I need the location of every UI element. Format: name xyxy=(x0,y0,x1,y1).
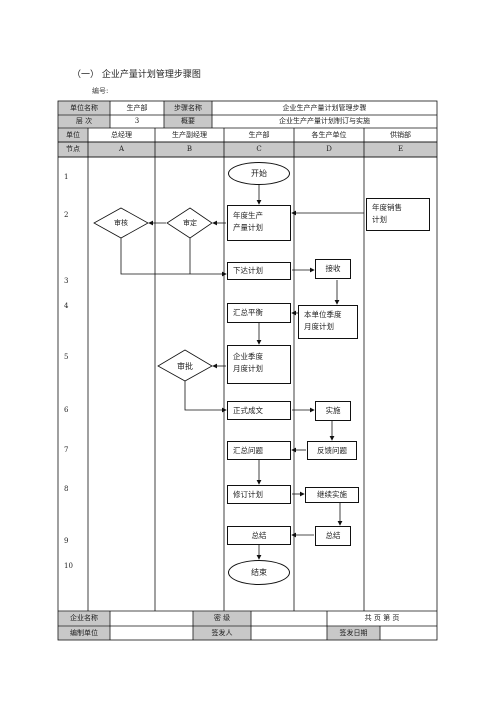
row-number-10: 10 xyxy=(64,562,73,570)
unit-name-label: 单位名称 xyxy=(70,103,98,112)
lane-name-d: 各生产单位 xyxy=(311,130,347,139)
issue-date-label: 签发日期 xyxy=(339,628,368,637)
row-number-6: 6 xyxy=(64,406,69,414)
prepare-unit-label: 编制单位 xyxy=(70,628,98,637)
row-number-3: 3 xyxy=(64,277,69,285)
start-node: 开始 xyxy=(228,162,290,185)
continue-implement-box: 继续实施 xyxy=(305,487,359,503)
unit-quarterly-plan-box: 本单位季度 月度计划 xyxy=(298,305,358,339)
unit-name-value: 生产部 xyxy=(126,103,148,112)
lane-name-e: 供销部 xyxy=(390,130,411,139)
conclude-c-box: 总结 xyxy=(227,526,291,545)
conclude-d-box: 总结 xyxy=(315,526,351,546)
company-quarterly-plan-box: 企业季度 月度计划 xyxy=(227,345,291,384)
summary-balance-box: 汇总平衡 xyxy=(227,303,291,323)
row-number-5: 5 xyxy=(64,353,69,361)
level-value: 3 xyxy=(134,117,140,125)
formal-document-box: 正式成文 xyxy=(227,401,291,420)
approve-label: 审批 xyxy=(177,361,193,371)
row-number-9: 9 xyxy=(64,537,69,545)
lane-code-d: D xyxy=(326,145,332,153)
end-node: 结束 xyxy=(228,560,290,585)
secret-level-label: 密 级 xyxy=(213,614,231,622)
annual-sales-plan-box: 年度销售 计划 xyxy=(366,198,430,231)
step-name-value: 企业生产产量计划管理步骤 xyxy=(282,103,367,112)
level-label: 层 次 xyxy=(75,117,93,125)
lane-name-c: 生产部 xyxy=(248,130,270,139)
node-column-label: 节点 xyxy=(66,145,80,153)
annual-production-plan-box: 年度生产 产量计划 xyxy=(227,205,291,241)
summary-label: 概要 xyxy=(181,117,195,125)
issuer-label: 签发人 xyxy=(211,628,233,637)
lane-name-a: 总经理 xyxy=(111,130,132,139)
document-number-label: 编号: xyxy=(92,87,109,95)
row-number-1: 1 xyxy=(64,173,69,181)
review-b-label: 审定 xyxy=(183,219,197,227)
row-number-8: 8 xyxy=(64,485,69,493)
lane-code-b: B xyxy=(186,145,193,153)
feedback-issues-box: 反馈问题 xyxy=(307,441,357,460)
row-number-4: 4 xyxy=(64,302,69,310)
company-name-label: 企业名称 xyxy=(70,614,98,622)
document-title: （一） 企业产量计划管理步骤图 xyxy=(72,70,201,80)
approve-diamond xyxy=(157,349,213,382)
unit-column-label: 单位 xyxy=(66,130,80,139)
summary-issues-box: 汇总问题 xyxy=(227,441,291,460)
implement-box: 实施 xyxy=(315,401,351,421)
lane-code-c: C xyxy=(256,145,262,153)
pages-text: 共 页 第 页 xyxy=(364,614,400,622)
row-number-7: 7 xyxy=(64,446,69,454)
review-b-diamond xyxy=(166,207,213,239)
lane-code-e: E xyxy=(397,145,404,153)
lane-code-a: A xyxy=(118,145,125,153)
summary-value: 企业生产产量计划制订与实施 xyxy=(279,117,370,125)
row-number-2: 2 xyxy=(64,211,69,219)
issue-plan-box: 下达计划 xyxy=(227,262,291,280)
lane-name-b: 生产副经理 xyxy=(172,130,207,139)
step-name-label: 步骤名称 xyxy=(174,103,202,112)
revise-plan-box: 修订计划 xyxy=(227,485,291,504)
receive-box: 接收 xyxy=(315,259,351,279)
review-a-label: 审核 xyxy=(114,219,128,227)
review-a-diamond xyxy=(93,207,149,239)
